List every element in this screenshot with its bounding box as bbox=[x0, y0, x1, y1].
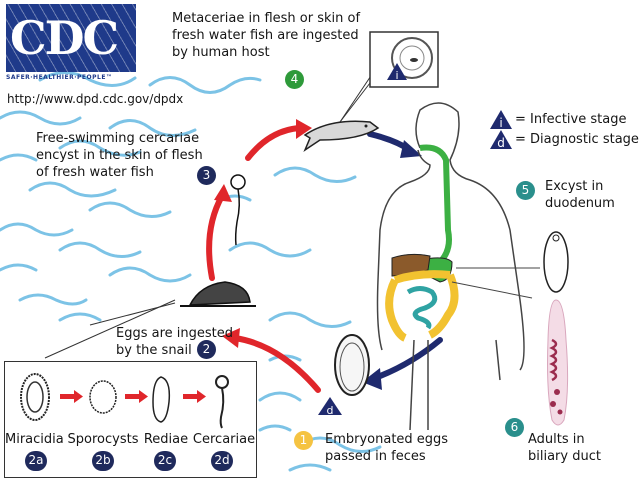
step1-badge: 1 bbox=[294, 431, 313, 450]
svg-text:i: i bbox=[395, 69, 398, 82]
adult-fluke-illustration bbox=[547, 299, 569, 426]
diagnostic-stage-icon bbox=[318, 397, 342, 415]
step4-line3: by human host bbox=[172, 45, 270, 60]
legend-diagnostic-label: = Diagnostic stage bbox=[515, 132, 639, 147]
excysted-larva-illustration bbox=[543, 231, 569, 293]
cercaria-illustration bbox=[230, 174, 246, 246]
cdc-logo-text: CDC bbox=[10, 11, 119, 65]
small-intestine bbox=[406, 286, 438, 330]
substage-label-cercariae: Cercariae bbox=[192, 432, 256, 447]
red-arrowheads bbox=[214, 119, 312, 348]
cdc-logo: CDC SAFER·HEALTHIER·PEOPLE™ bbox=[6, 4, 136, 84]
substage-label-sporocysts: Sporocysts bbox=[67, 432, 139, 447]
step5-line2: duodenum bbox=[545, 196, 615, 211]
egg-illustration bbox=[334, 334, 370, 396]
substage-badge-2c: 2c bbox=[154, 451, 176, 471]
cdc-tagline: SAFER·HEALTHIER·PEOPLE™ bbox=[6, 74, 113, 81]
red-arrows bbox=[206, 125, 321, 393]
substage-label-rediae: Rediae bbox=[143, 432, 189, 447]
snail-substages-box: Miracidia Sporocysts Rediae Cercariae 2a… bbox=[4, 361, 257, 478]
svg-text:i: i bbox=[499, 116, 502, 130]
substage-illustrations bbox=[20, 373, 229, 429]
step2-line2: by the snail bbox=[116, 343, 192, 358]
legend-infective-label: = Infective stage bbox=[515, 112, 627, 127]
step1-line2: passed in feces bbox=[325, 449, 426, 464]
substage-badge-2a: 2a bbox=[25, 451, 47, 471]
svg-text:d: d bbox=[327, 404, 334, 417]
step4-badge: 4 bbox=[285, 70, 304, 89]
step5-text: Excyst in duodenum bbox=[545, 178, 615, 212]
step3-line3: of fresh water fish bbox=[36, 165, 154, 180]
step2-badge: 2 bbox=[197, 340, 216, 359]
substage-badge-2b: 2b bbox=[92, 451, 114, 471]
step1-line1: Embryonated eggs bbox=[325, 432, 449, 447]
source-url[interactable]: http://www.dpd.cdc.gov/dpdx bbox=[7, 92, 184, 106]
infective-stage-icon bbox=[387, 63, 407, 80]
step2-text: Eggs are ingested by the snail bbox=[116, 325, 233, 359]
step5-line1: Excyst in bbox=[545, 179, 604, 194]
step2-line1: Eggs are ingested bbox=[116, 326, 233, 341]
substage-badge-2d: 2d bbox=[211, 451, 233, 471]
svg-text:d: d bbox=[497, 136, 505, 150]
step4-line2: fresh water fish are ingested bbox=[172, 28, 359, 43]
legend-diagnostic-icon bbox=[490, 130, 512, 149]
step6-line2: biliary duct bbox=[528, 449, 601, 464]
human-body-outline bbox=[376, 102, 525, 431]
step6-line1: Adults in bbox=[528, 432, 585, 447]
step4-text: Metaceriae in flesh or skin of fresh wat… bbox=[172, 10, 360, 61]
step5-badge: 5 bbox=[516, 181, 535, 200]
step3-line1: Free-swimming cercariae bbox=[36, 131, 200, 146]
step3-badge: 3 bbox=[197, 166, 216, 185]
step1-text: Embryonated eggs passed in feces bbox=[325, 431, 448, 465]
step3-line2: encyst in the skin of flesh bbox=[36, 148, 203, 163]
step6-badge: 6 bbox=[505, 418, 524, 437]
step3-text: Free-swimming cercariae encyst in the sk… bbox=[36, 130, 203, 181]
substage-label-miracidia: Miracidia bbox=[5, 432, 64, 447]
step4-line1: Metaceriae in flesh or skin of bbox=[172, 11, 361, 26]
legend-infective-icon bbox=[490, 110, 512, 129]
large-intestine bbox=[385, 270, 459, 342]
snail-illustration bbox=[44, 281, 256, 359]
step6-text: Adults in biliary duct bbox=[528, 431, 601, 465]
